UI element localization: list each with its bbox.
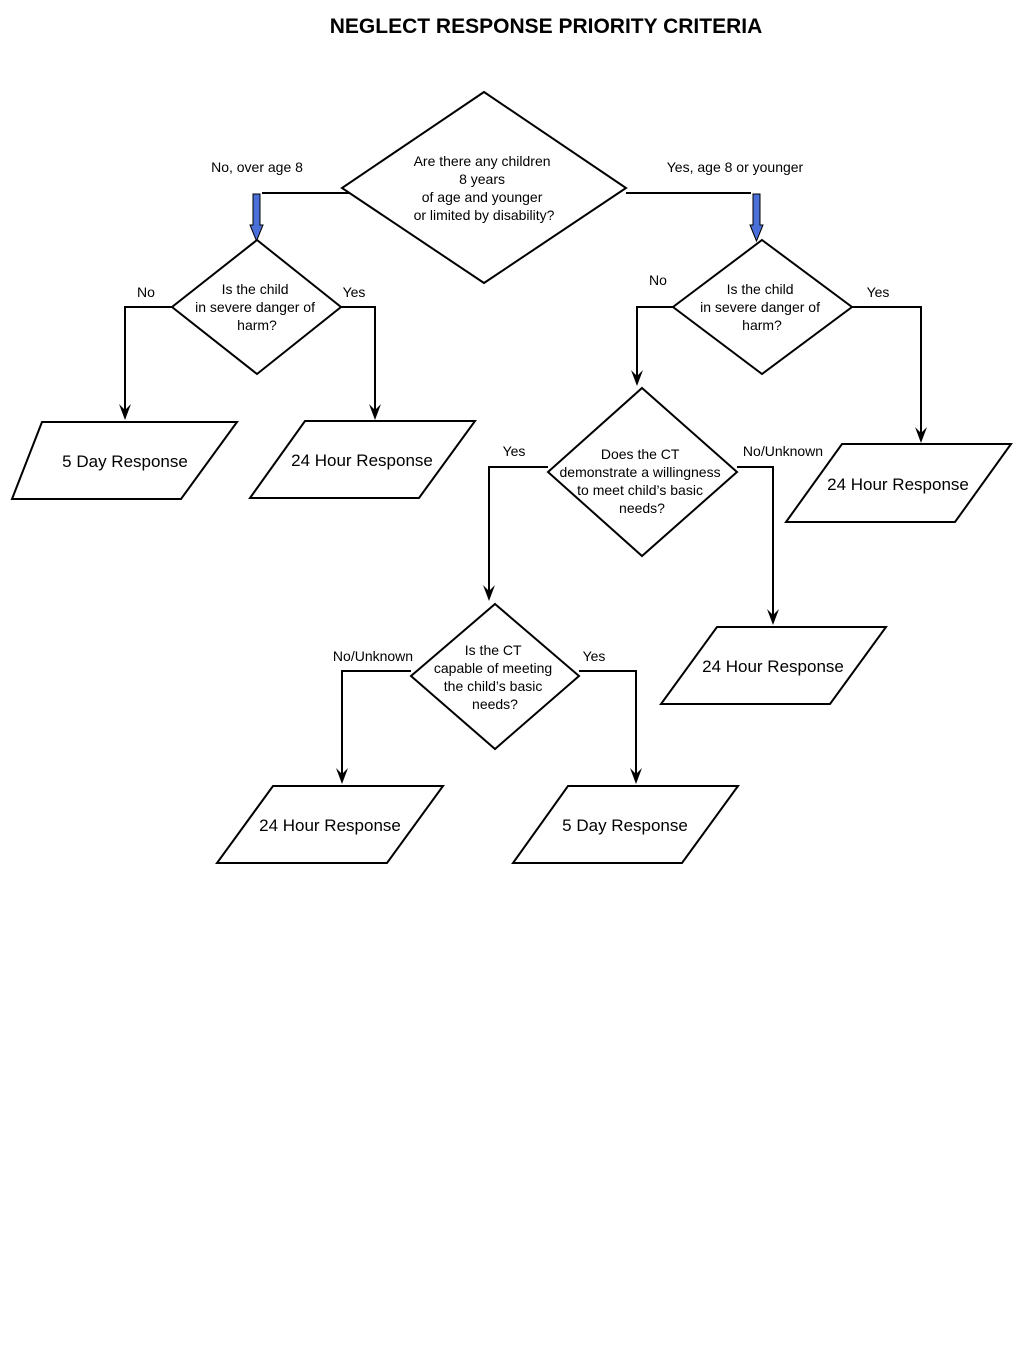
branch-label-root-no: No, over age 8 [211,159,303,175]
connector-cap-yes [579,670,637,780]
branch-label-left-yes: Yes [343,284,366,300]
arrowhead-icon [631,370,643,386]
arrowhead-icon [369,404,381,420]
svg-text:Is the child in severe d: Is the child in severe danger of harm? [195,281,319,333]
connector-will-yes [488,466,548,597]
svg-text:5 Day Response: 5 Day Response [62,452,188,471]
connector-left-no [124,306,172,416]
outcome-will-no: 24 Hour Response [659,626,888,705]
svg-text:Are there any children 8: Are there any children 8 years of age an… [414,153,555,223]
arrowhead-icon [630,768,642,784]
branch-label-right-no: No [649,272,667,288]
outcome-left-no: 5 Day Response [10,421,239,500]
outcome-cap-yes: 5 Day Response [511,785,740,864]
svg-text:Is the child in severe d: Is the child in severe danger of harm? [700,281,824,333]
connector-right-yes [852,306,922,439]
arrowhead-icon [336,768,348,784]
connector-cap-no [341,670,411,780]
branch-label-right-yes: Yes [867,284,890,300]
svg-text:24 Hour Response: 24 Hour Response [291,451,433,470]
blue-arrow-icon [249,193,264,243]
connector-right-no [636,306,673,382]
svg-text:5 Day Response: 5 Day Response [562,816,688,835]
branch-label-will-yes: Yes [503,443,526,459]
branch-label-cap-no: No/Unknown [333,648,413,664]
arrowhead-icon [483,585,495,601]
outcome-right-yes: 24 Hour Response [784,443,1013,523]
arrowhead-icon [767,609,779,625]
decision-danger-left: Is the child in severe danger of harm? [170,238,343,376]
svg-text:24 Hour Response: 24 Hour Response [827,475,969,494]
decision-willingness: Does the CT demonstrate a willingness to… [546,386,739,558]
svg-text:24 Hour Response: 24 Hour Response [702,657,844,676]
branch-label-root-yes: Yes, age 8 or younger [667,159,804,175]
svg-text:Does the CT demonstrate: Does the CT demonstrate a willingness to… [560,446,725,516]
arrowhead-icon [119,404,131,420]
decision-root: Are there any children 8 years of age an… [340,90,628,285]
connector-will-no [737,466,774,621]
connector-left-yes [341,306,376,416]
blue-arrow-icon [749,193,764,243]
branch-label-cap-yes: Yes [583,648,606,664]
arrowhead-icon [915,427,927,443]
svg-text:24 Hour Response: 24 Hour Response [259,816,401,835]
branch-label-will-no: No/Unknown [743,443,823,459]
outcome-left-yes: 24 Hour Response [248,420,477,499]
decision-capable: Is the CT capable of meeting the child’s… [409,602,581,751]
branch-label-left-no: No [137,284,155,300]
outcome-cap-no: 24 Hour Response [215,785,445,864]
svg-text:Is the CT capable of mee: Is the CT capable of meeting the child’s… [434,642,556,712]
decision-danger-right: Is the child in severe danger of harm? [671,238,854,376]
page-title: NEGLECT RESPONSE PRIORITY CRITERIA [330,15,763,38]
